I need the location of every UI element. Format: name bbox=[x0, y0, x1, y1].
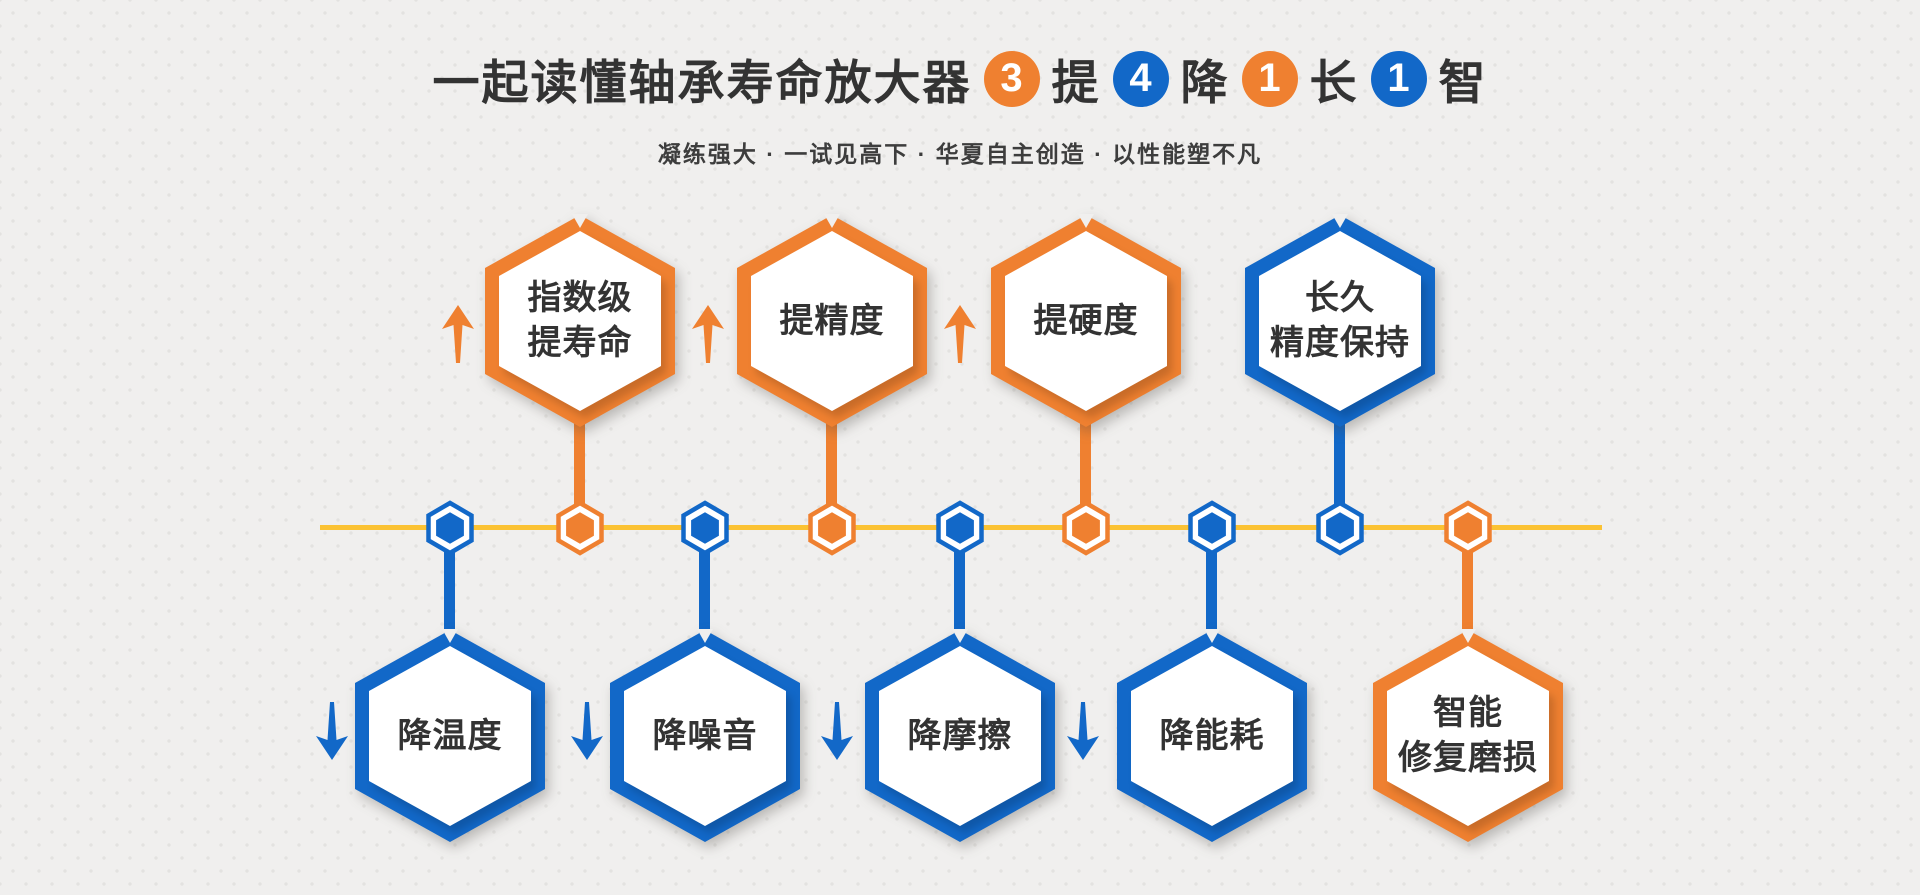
badge-circle-1b: 1 bbox=[1370, 50, 1427, 107]
up-arrow-icon-3 bbox=[944, 305, 976, 363]
down-arrow-icon-3 bbox=[821, 702, 853, 760]
hexagon-label: 降温度 bbox=[397, 716, 503, 755]
title-text: 一起读懂轴承寿命放大器 bbox=[432, 56, 972, 109]
timeline-node-2 bbox=[556, 500, 604, 556]
hexagon-label: 长久精度保持 bbox=[1270, 279, 1410, 362]
hexagon-label: 降噪音 bbox=[652, 716, 758, 755]
timeline-node-1 bbox=[426, 500, 474, 556]
stem-top-2 bbox=[826, 404, 837, 512]
hexagon-label: 降能耗 bbox=[1159, 716, 1265, 755]
hexagon-label: 提硬度 bbox=[1033, 301, 1139, 340]
timeline-node-5 bbox=[936, 500, 984, 556]
hexagon-label: 指数级提寿命 bbox=[527, 279, 633, 362]
hexagon-reduce-energy: 降能耗 bbox=[1117, 629, 1307, 842]
hexagon-label: 智能修复磨损 bbox=[1398, 694, 1538, 777]
hexagon-improve-precision: 提精度 bbox=[737, 214, 927, 427]
down-arrow-icon-4 bbox=[1067, 702, 1099, 760]
badge-circle-4: 4 bbox=[1112, 50, 1169, 107]
badge-suffix-ti: 提 bbox=[1051, 56, 1101, 109]
badge-suffix-jiang: 降 bbox=[1180, 56, 1230, 109]
timeline-node-6 bbox=[1062, 500, 1110, 556]
down-arrow-icon-1 bbox=[316, 702, 348, 760]
stem-bottom-3 bbox=[954, 546, 965, 650]
badge-suffix-chang: 长 bbox=[1309, 56, 1359, 109]
hexagon-exponential-lifespan: 指数级提寿命 bbox=[485, 214, 675, 427]
timeline-node-7 bbox=[1188, 500, 1236, 556]
hexagon-label: 提精度 bbox=[779, 301, 885, 340]
timeline-node-9 bbox=[1444, 500, 1492, 556]
hexagon-smart-repair: 智能修复磨损 bbox=[1373, 629, 1563, 842]
stem-bottom-1 bbox=[444, 546, 455, 650]
stem-top-3 bbox=[1080, 404, 1091, 512]
hexagon-reduce-temperature: 降温度 bbox=[355, 629, 545, 842]
up-arrow-icon-2 bbox=[692, 305, 724, 363]
badge-circle-3: 3 bbox=[983, 50, 1040, 107]
timeline-node-4 bbox=[808, 500, 856, 556]
hexagon-long-term-precision: 长久精度保持 bbox=[1245, 214, 1435, 427]
timeline-node-8 bbox=[1316, 500, 1364, 556]
badge-suffix-zhi: 智 bbox=[1438, 56, 1488, 109]
hexagon-reduce-friction: 降摩擦 bbox=[865, 629, 1055, 842]
hexagon-reduce-noise: 降噪音 bbox=[610, 629, 800, 842]
page-title: 一起读懂轴承寿命放大器 3 提 4 降 1 长 1 智 bbox=[0, 44, 1920, 113]
stem-top-4 bbox=[1334, 404, 1345, 512]
stem-top-1 bbox=[574, 404, 585, 512]
header: 一起读懂轴承寿命放大器 3 提 4 降 1 长 1 智 凝练强大 · 一试见高下… bbox=[0, 44, 1920, 169]
down-arrow-icon-2 bbox=[571, 702, 603, 760]
stem-bottom-4 bbox=[1206, 546, 1217, 650]
hexagon-improve-hardness: 提硬度 bbox=[991, 214, 1181, 427]
subtitle: 凝练强大 · 一试见高下 · 华夏自主创造 · 以性能塑不凡 bbox=[657, 141, 1263, 167]
stem-bottom-5 bbox=[1462, 546, 1473, 650]
hexagon-label: 降摩擦 bbox=[907, 716, 1013, 755]
badge-circle-1a: 1 bbox=[1241, 50, 1298, 107]
timeline-node-3 bbox=[681, 500, 729, 556]
stem-bottom-2 bbox=[699, 546, 710, 650]
up-arrow-icon-1 bbox=[442, 305, 474, 363]
